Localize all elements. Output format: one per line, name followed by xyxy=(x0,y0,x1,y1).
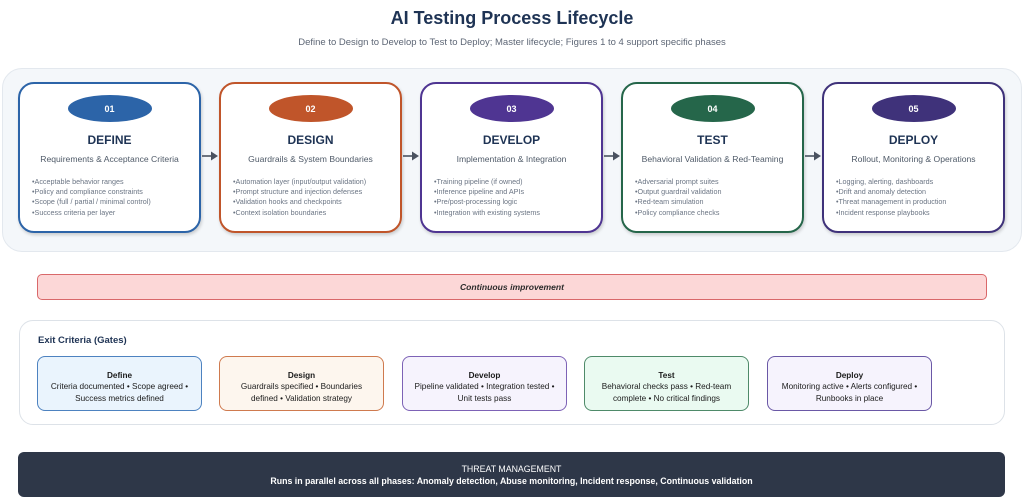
phase-number-badge: 03 xyxy=(469,95,554,122)
phase-activity-item: Prompt structure and injection defenses xyxy=(233,187,394,197)
phase-number-badge: 02 xyxy=(268,95,353,122)
phase-name: DESIGN xyxy=(287,133,334,147)
gate-criteria-line: Unit tests pass xyxy=(457,393,512,403)
threat-management-title: THREAT MANAGEMENT xyxy=(461,464,562,474)
gate-criteria-line: Monitoring active • Alerts configured • xyxy=(781,382,918,391)
gate-criteria-line: Behavioral checks pass • Red-team xyxy=(601,382,732,391)
gate-criteria-line: Pipeline validated • Integration tested … xyxy=(414,382,555,391)
phase-activity-item: Automation layer (input/output validatio… xyxy=(233,177,394,187)
phase-number-badge: 01 xyxy=(67,95,152,122)
phase-number-badge: 05 xyxy=(871,95,956,122)
phase-activity-item: Scope (full / partial / minimal control) xyxy=(32,197,193,207)
phase-activity-item: Success criteria per layer xyxy=(32,208,193,218)
gate-name: Deploy xyxy=(835,371,864,380)
phase-activity-item: Policy compliance checks xyxy=(635,208,796,218)
phase-activity-item: Red-team simulation xyxy=(635,197,796,207)
phase-activity-item: Policy and compliance constraints xyxy=(32,187,193,197)
threat-management-bar: THREAT MANAGEMENT Runs in parallel acros… xyxy=(18,452,1005,497)
phase-activity-list: Automation layer (input/output validatio… xyxy=(233,177,394,218)
continuous-improvement-bar: Continuous improvement xyxy=(37,274,987,300)
arrow-right-icon xyxy=(805,151,821,161)
gate-criteria-line: Success metrics defined xyxy=(75,393,164,403)
phase-subtitle: Requirements & Acceptance Criteria xyxy=(40,154,179,164)
phase-activity-item: Integration with existing systems xyxy=(434,208,595,218)
phase-activity-item: Incident response playbooks xyxy=(836,208,997,218)
gate-criteria-line: Guardrails specified • Boundaries xyxy=(240,382,363,391)
phase-activity-item: Output guardrail validation xyxy=(635,187,796,197)
phase-activity-list: Adversarial prompt suitesOutput guardrai… xyxy=(635,177,796,218)
phase-activity-list: Training pipeline (if owned)Inference pi… xyxy=(434,177,595,218)
phase-activity-list: Acceptable behavior rangesPolicy and com… xyxy=(32,177,193,218)
exit-criteria-title: Exit Criteria (Gates) xyxy=(38,335,127,346)
phase-name: DEVELOP xyxy=(482,133,541,147)
threat-management-description: Runs in parallel across all phases: Anom… xyxy=(270,475,753,486)
page-subtitle: Define to Design to Develop to Test to D… xyxy=(298,37,726,48)
phase-name: TEST xyxy=(697,133,728,147)
gate-criteria-line: Criteria documented • Scope agreed • xyxy=(50,382,189,391)
gate-criteria-line: Runbooks in place xyxy=(815,393,884,403)
phase-activity-item: Adversarial prompt suites xyxy=(635,177,796,187)
phase-activity-item: Logging, alerting, dashboards xyxy=(836,177,997,187)
phase-activity-list: Logging, alerting, dashboardsDrift and a… xyxy=(836,177,997,218)
arrow-right-icon xyxy=(202,151,218,161)
gate-name: Define xyxy=(106,371,133,380)
arrow-right-icon xyxy=(604,151,620,161)
phase-name: DEFINE xyxy=(87,133,132,147)
phase-activity-item: Context isolation boundaries xyxy=(233,208,394,218)
gate-name: Design xyxy=(287,371,316,380)
arrow-right-icon xyxy=(403,151,419,161)
phase-activity-item: Inference pipeline and APIs xyxy=(434,187,595,197)
gate-criteria-line: defined • Validation strategy xyxy=(250,393,353,403)
phase-activity-item: Threat management in production xyxy=(836,197,997,207)
phase-number-badge: 04 xyxy=(670,95,755,122)
phase-subtitle: Rollout, Monitoring & Operations xyxy=(851,154,976,164)
gate-name: Test xyxy=(658,371,675,380)
phase-subtitle: Behavioral Validation & Red-Teaming xyxy=(641,154,784,164)
gate-name: Develop xyxy=(468,371,501,380)
phase-subtitle: Guardrails & System Boundaries xyxy=(248,154,373,164)
phase-activity-item: Acceptable behavior ranges xyxy=(32,177,193,187)
phase-subtitle: Implementation & Integration xyxy=(456,154,567,164)
phase-activity-item: Training pipeline (if owned) xyxy=(434,177,595,187)
phase-name: DEPLOY xyxy=(888,133,939,147)
page-title: AI Testing Process Lifecycle xyxy=(390,8,634,28)
phase-activity-item: Validation hooks and checkpoints xyxy=(233,197,394,207)
gate-criteria-line: complete • No critical findings xyxy=(612,393,721,403)
phase-activity-item: Pre/post-processing logic xyxy=(434,197,595,207)
phase-activity-item: Drift and anomaly detection xyxy=(836,187,997,197)
